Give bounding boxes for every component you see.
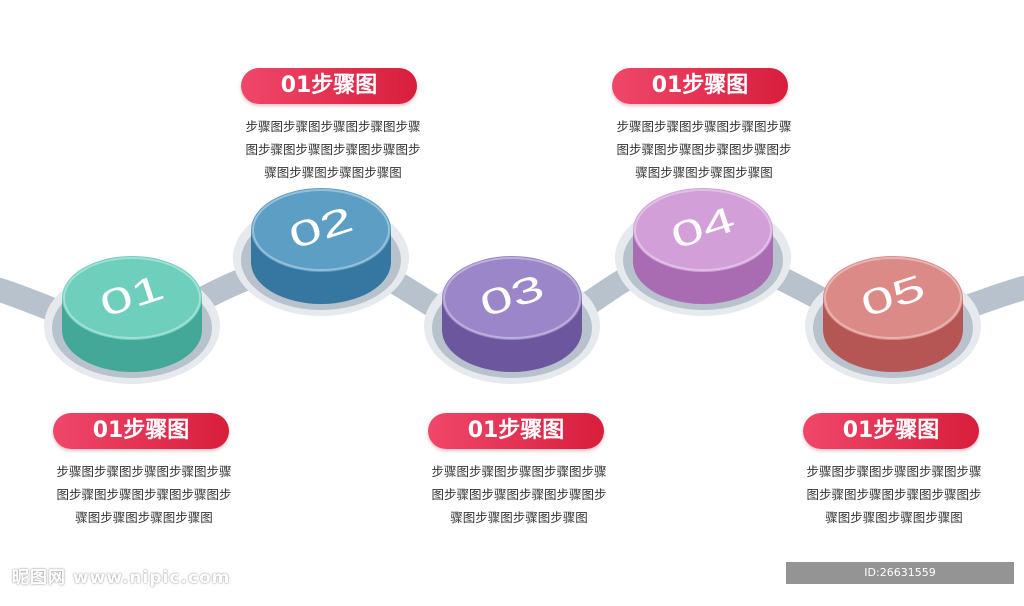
step-4-title-pill: 01步骤图 <box>612 68 788 104</box>
step-4-desc-line: 骤图步骤图步骤图步骤图 <box>635 165 773 180</box>
step-3-title-pill: 01步骤图 <box>428 413 604 449</box>
step-1-description: 步骤图步骤图步骤图步骤图步骤 图步骤图步骤图步骤图步骤图步 骤图步骤图步骤图步骤… <box>34 460 254 529</box>
step-5-desc-line: 骤图步骤图步骤图步骤图 <box>825 510 963 525</box>
step-4-desc-line: 步骤图步骤图步骤图步骤图步骤 <box>616 119 792 134</box>
cylinder-rim <box>824 257 962 339</box>
step-5-description: 步骤图步骤图步骤图步骤图步骤 图步骤图步骤图步骤图步骤图步 骤图步骤图步骤图步骤… <box>784 460 1004 529</box>
step-4-cylinder: 04 <box>615 188 791 316</box>
step-5-desc-line: 步骤图步骤图步骤图步骤图步骤 <box>806 464 982 479</box>
cylinder-rim <box>63 257 201 339</box>
step-5-cylinder: 05 <box>805 256 981 384</box>
step-3-desc-line: 步骤图步骤图步骤图步骤图步骤 <box>431 464 607 479</box>
step-4-desc-line: 图步骤图步骤图步骤图步骤图步 <box>616 142 792 157</box>
watermark-logo-text: 昵图网 www.nipic.com <box>12 568 231 588</box>
step-5-title-pill: 01步骤图 <box>803 413 979 449</box>
cylinder-rim <box>634 189 772 271</box>
step-4-description: 步骤图步骤图步骤图步骤图步骤 图步骤图步骤图步骤图步骤图步 骤图步骤图步骤图步骤… <box>594 115 814 184</box>
step-2-title-pill: 01步骤图 <box>241 68 417 104</box>
step-1-desc-line: 骤图步骤图步骤图步骤图 <box>75 510 213 525</box>
step-3-desc-line: 骤图步骤图步骤图步骤图 <box>450 510 588 525</box>
step-3-desc-line: 图步骤图步骤图步骤图步骤图步 <box>431 487 607 502</box>
step-5-desc-line: 图步骤图步骤图步骤图步骤图步 <box>806 487 982 502</box>
cylinder-top <box>62 256 202 340</box>
cylinder-top <box>633 188 773 272</box>
cylinder-top <box>442 256 582 340</box>
cylinder-rim <box>443 257 581 339</box>
step-2-description: 步骤图步骤图步骤图步骤图步骤 图步骤图步骤图步骤图步骤图步 骤图步骤图步骤图步骤… <box>223 115 443 184</box>
cylinder-rim <box>252 189 390 271</box>
step-2-cylinder: 02 <box>233 188 409 316</box>
cylinder-top <box>823 256 963 340</box>
step-1-title-pill: 01步骤图 <box>53 413 229 449</box>
step-1-desc-line: 步骤图步骤图步骤图步骤图步骤 <box>56 464 232 479</box>
step-3-description: 步骤图步骤图步骤图步骤图步骤 图步骤图步骤图步骤图步骤图步 骤图步骤图步骤图步骤… <box>409 460 629 529</box>
watermark-id-bar: ID:26631559 NO:20211222164133625102 <box>786 562 1014 601</box>
step-2-desc-line: 步骤图步骤图步骤图步骤图步骤 <box>245 119 421 134</box>
step-1-desc-line: 图步骤图步骤图步骤图步骤图步 <box>56 487 232 502</box>
step-2-desc-line: 骤图步骤图步骤图步骤图 <box>264 165 402 180</box>
step-2-desc-line: 图步骤图步骤图步骤图步骤图步 <box>245 142 421 157</box>
step-1-cylinder: 01 <box>44 256 220 384</box>
step-3-cylinder: 03 <box>424 256 600 384</box>
cylinder-top <box>251 188 391 272</box>
